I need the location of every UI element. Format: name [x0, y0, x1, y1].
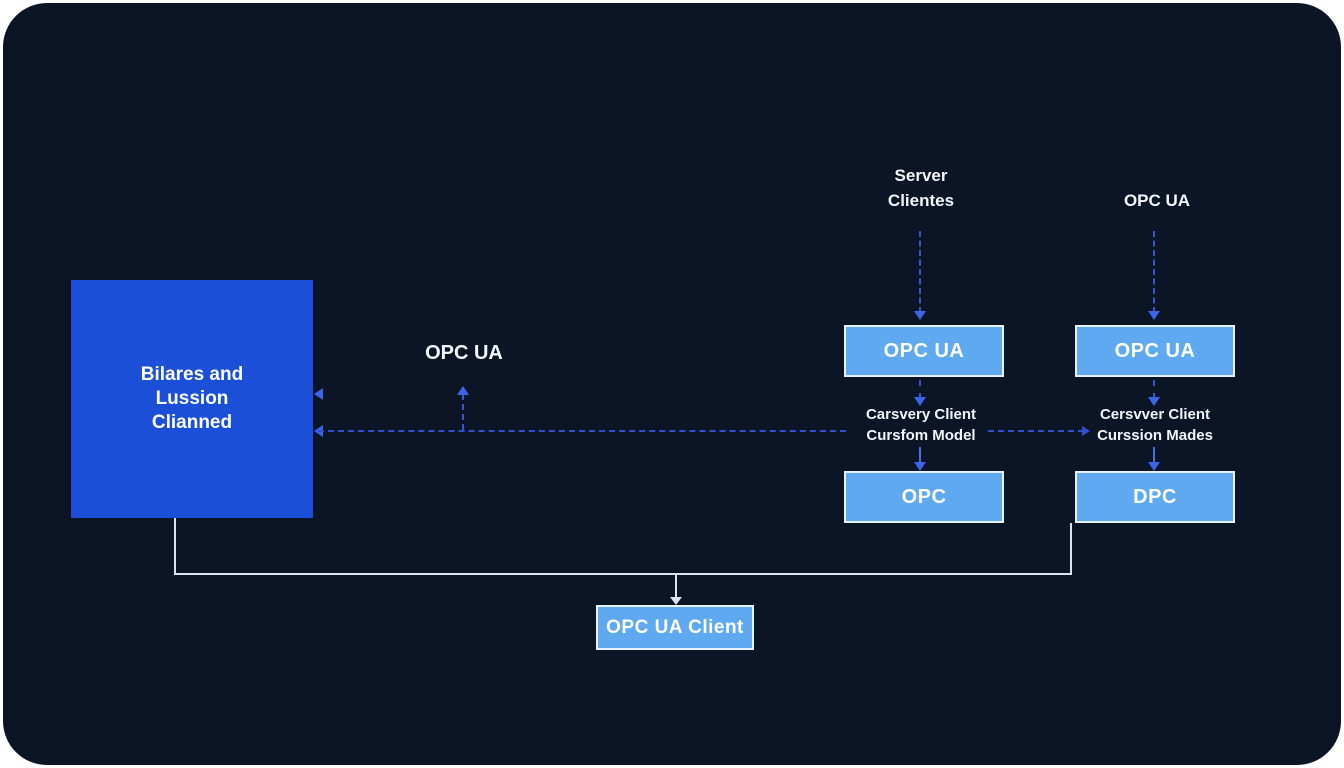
connector-white-horizontal [174, 573, 1072, 575]
connector-caption-to-dpc [1153, 447, 1155, 464]
connector-dashed-server-to-opcua [919, 231, 921, 313]
opc-ua-node-1: OPC UA [844, 325, 1004, 377]
arrow-down-icon [914, 397, 926, 406]
connector-dashed-opcua-to-caption-2 [1153, 380, 1155, 399]
arrow-up-icon [457, 386, 469, 395]
connector-white-left-down [174, 518, 176, 575]
opc-ua-node-2: OPC UA [1075, 325, 1235, 377]
arrow-down-icon [1148, 311, 1160, 320]
opc-ua-middle-label: OPC UA [425, 342, 503, 364]
connector-dashed-up-to-opcua-label [462, 394, 464, 430]
connector-dashed-horizontal-main [318, 430, 846, 432]
caption-column-2-line1: Cersvver Client [1099, 406, 1211, 423]
connector-dashed-opcua-to-caption-1 [919, 380, 921, 399]
caption-column-1-line1: Carsvery Client [865, 406, 977, 423]
primary-system-box-line1: Bilares and [140, 364, 244, 385]
connector-dashed-horizontal-right [988, 430, 1084, 432]
arrow-down-icon [1148, 397, 1160, 406]
caption-column-1: Carsvery Client Cursfom Model [836, 404, 1006, 446]
arrow-down-icon [914, 462, 926, 471]
caption-column-2-line2: Curssion Mades [1097, 427, 1213, 444]
opc-ua-top-right-label: OPC UA [1123, 191, 1191, 210]
connector-caption-to-opc [919, 447, 921, 464]
arrow-down-icon [914, 311, 926, 320]
arrow-right-icon [1082, 426, 1090, 436]
primary-system-box-line3: Clianned [151, 412, 233, 433]
opc-node: OPC [844, 471, 1004, 523]
caption-column-2: Cersvver Client Curssion Mades [1070, 404, 1240, 446]
server-clientes-label-line1: Server [894, 166, 948, 185]
arrow-down-icon [1148, 462, 1160, 471]
server-clientes-label-line2: Clientes [887, 191, 955, 210]
primary-system-box-line2: Lussion [155, 388, 229, 409]
primary-system-box: Bilares and Lussion Clianned [71, 280, 313, 518]
arrow-left-icon [314, 388, 323, 400]
caption-column-1-line2: Cursfom Model [866, 427, 976, 444]
connector-white-dpc-down [1070, 523, 1072, 575]
dpc-node: DPC [1075, 471, 1235, 523]
arrow-down-icon [670, 597, 682, 605]
connector-dashed-opcua-label-to-node [1153, 231, 1155, 313]
diagram-panel: Bilares and Lussion Clianned Server Clie… [3, 3, 1341, 765]
server-clientes-label: Server Clientes [851, 163, 991, 213]
opc-ua-client-node: OPC UA Client [596, 605, 754, 650]
connector-white-to-client [675, 575, 677, 599]
